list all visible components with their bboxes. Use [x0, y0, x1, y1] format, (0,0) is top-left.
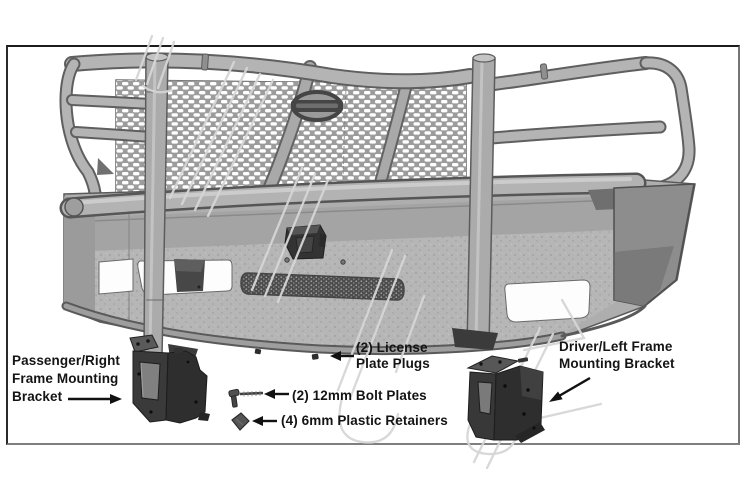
label-line: Plate Plugs	[356, 356, 430, 371]
callout-arrows	[68, 351, 591, 426]
label-driver-bracket: Driver/Left Frame Mounting Bracket	[559, 338, 675, 372]
label-bolt-plates: (2) 12mm Bolt Plates	[292, 387, 427, 404]
label-line: Frame Mounting	[12, 371, 119, 386]
passenger-bracket-part	[129, 334, 210, 424]
arrow-down-left-icon	[549, 376, 591, 402]
license-plug-parts	[254, 348, 319, 360]
grille-emblem-icon	[291, 90, 343, 122]
plastic-retainer-part	[231, 412, 250, 431]
label-line: (2) 12mm Bolt Plates	[292, 388, 427, 403]
label-line: Bracket	[12, 389, 63, 404]
bumper-bottom-lip	[61, 301, 647, 356]
label-line: Passenger/Right	[12, 353, 121, 368]
label-license-plugs: (2) License Plate Plugs	[356, 340, 430, 372]
arrow-right-icon	[68, 394, 122, 404]
label-line: (2) License	[356, 340, 428, 355]
label-line: Driver/Left Frame	[559, 339, 673, 354]
arrow-left-icon	[252, 416, 277, 426]
arrow-left-icon	[264, 389, 289, 399]
label-line: Mounting Bracket	[559, 356, 675, 371]
bumper-right-end-panel	[588, 183, 695, 307]
guard-fin	[97, 158, 114, 175]
label-passenger-bracket: Passenger/Right Frame Mounting Bracket	[12, 352, 120, 406]
label-plastic-retainers: (4) 6mm Plastic Retainers	[281, 412, 448, 429]
driver-bracket-part	[466, 355, 545, 443]
label-line: (4) 6mm Plastic Retainers	[281, 413, 448, 428]
arrow-left-icon	[330, 351, 354, 361]
bolt-plate-part	[228, 388, 264, 408]
